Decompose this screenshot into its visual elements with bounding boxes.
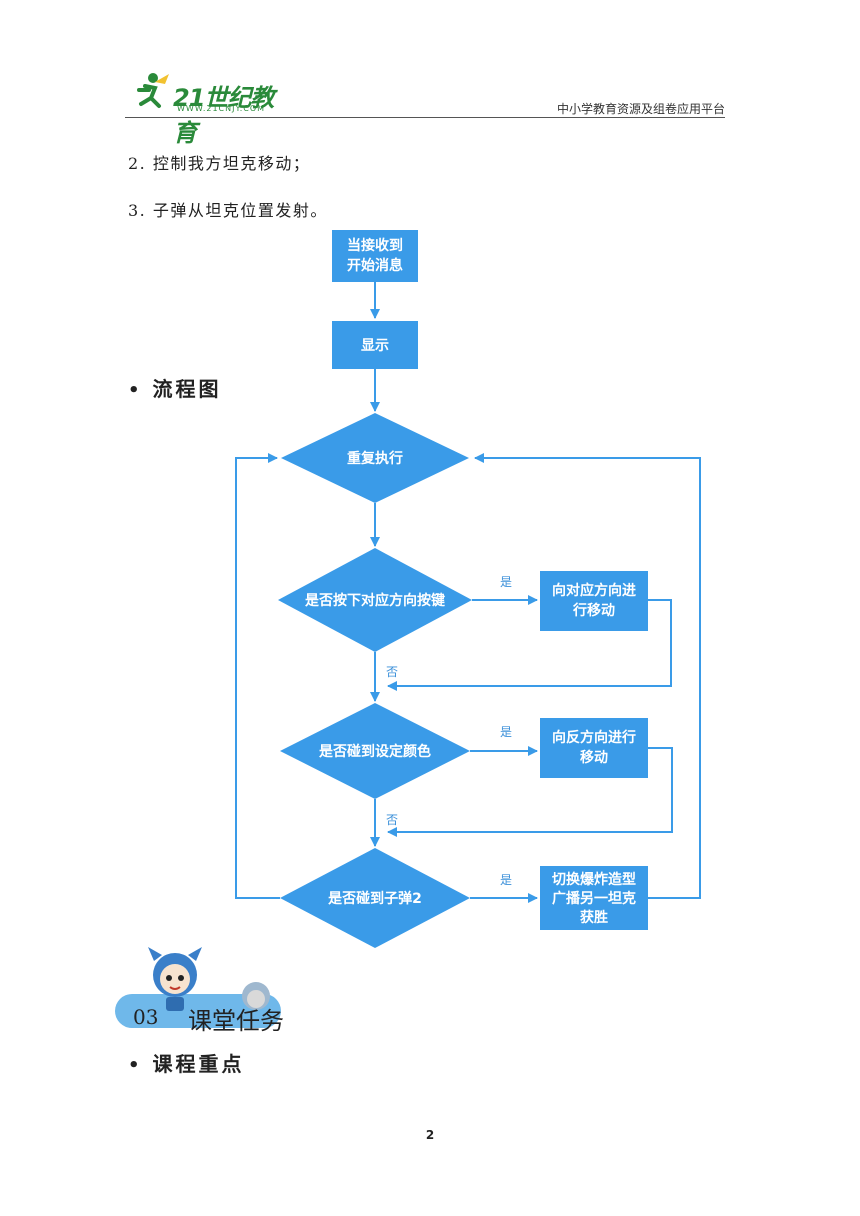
bullet-dot-icon: • bbox=[128, 1055, 143, 1076]
bullet-dot-icon: • bbox=[128, 380, 143, 401]
flow-start-box bbox=[332, 230, 418, 282]
flow-loop-label: 重复执行 bbox=[347, 450, 403, 467]
flow-loop-back-right bbox=[474, 453, 701, 899]
flow-cond3-diamond bbox=[280, 848, 470, 948]
flow-action1-line2: 行移动 bbox=[572, 602, 615, 619]
flow-start-line2: 开始消息 bbox=[347, 257, 403, 274]
flow-cond2-yes-label: 是 bbox=[500, 725, 512, 739]
runner-logo-icon bbox=[137, 73, 169, 108]
section-banner bbox=[115, 994, 281, 1028]
flow-action1-box bbox=[540, 571, 648, 631]
bullet-key-points-label: 课程重点 bbox=[152, 1052, 245, 1076]
flow-action2-line2: 移动 bbox=[580, 749, 608, 766]
section-title: 课堂任务 bbox=[188, 1007, 284, 1035]
flow-action3-line2: 广播另一坦克 bbox=[552, 890, 636, 907]
flow-action1-line1: 向对应方向进 bbox=[552, 582, 636, 599]
mascot-faded-icon bbox=[242, 982, 270, 1010]
flow-action2-box bbox=[540, 718, 648, 778]
flow-cond2-diamond bbox=[280, 703, 470, 799]
flow-show-label: 显示 bbox=[361, 338, 389, 354]
logo-text: 21世纪教育 bbox=[173, 84, 274, 147]
flow-action2-line1: 向反方向进行 bbox=[552, 729, 636, 746]
flowchart: 当接收到 开始消息 显示 重复执行 是否按下对应方向按键 是 向对应方向进 行移… bbox=[235, 230, 701, 948]
logo: 21世纪教育 WWW.21CNJY.COM bbox=[125, 68, 295, 147]
bullet-flowchart: • 流程图 bbox=[128, 373, 222, 402]
flow-action3-box bbox=[540, 866, 648, 930]
flow-show-box bbox=[332, 321, 418, 369]
flow-cond2-no-label: 否 bbox=[386, 813, 398, 827]
logo-subtext: WWW.21CNJY.COM bbox=[177, 104, 266, 113]
flow-action3-line3: 获胜 bbox=[580, 909, 608, 926]
flow-cond1-diamond bbox=[278, 548, 472, 652]
step-3: 3. 子弹从坦克位置发射。 bbox=[128, 201, 328, 220]
flow-return2 bbox=[387, 747, 673, 837]
bullet-key-points: • 课程重点 bbox=[128, 1048, 245, 1077]
bullet-flowchart-label: 流程图 bbox=[152, 377, 222, 401]
flow-cond3-yes-label: 是 bbox=[500, 873, 512, 887]
page-header: 21世纪教育 WWW.21CNJY.COM 中小学教育资源及组卷应用平台 bbox=[125, 68, 725, 147]
mascot-icon bbox=[148, 947, 202, 1011]
page-number: 2 bbox=[425, 1128, 435, 1142]
flow-loop-back-left bbox=[235, 453, 280, 899]
flow-loop-diamond bbox=[281, 413, 469, 503]
step-2: 2. 控制我方坦克移动； bbox=[128, 154, 311, 173]
flow-return1 bbox=[387, 599, 672, 691]
section-number: 03 bbox=[133, 1005, 159, 1029]
flow-cond1-yes-label: 是 bbox=[500, 575, 512, 589]
flow-cond1-no-label: 否 bbox=[386, 665, 398, 679]
flow-cond1-label: 是否按下对应方向按键 bbox=[305, 592, 446, 609]
flow-cond2-label: 是否碰到设定颜色 bbox=[319, 743, 431, 760]
flow-cond3-label: 是否碰到子弹2 bbox=[328, 890, 422, 907]
flow-action3-line1: 切换爆炸造型 bbox=[552, 871, 636, 888]
header-divider bbox=[125, 117, 725, 118]
flow-start-line1: 当接收到 bbox=[347, 237, 403, 254]
platform-title: 中小学教育资源及组卷应用平台 bbox=[556, 102, 725, 116]
